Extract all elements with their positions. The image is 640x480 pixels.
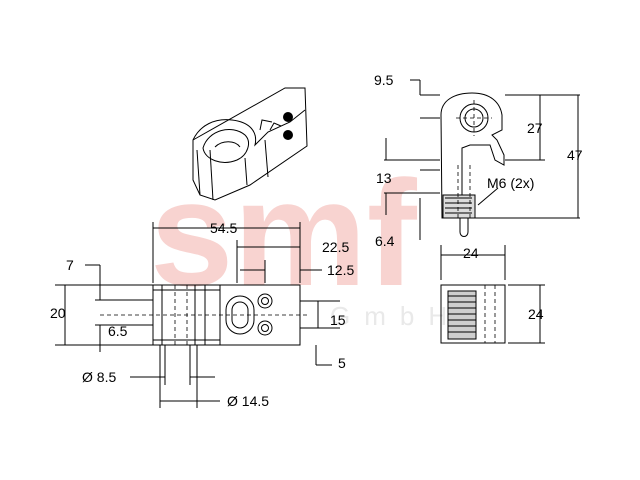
end-view: 24 24 bbox=[440, 245, 545, 344]
dim-20: 20 bbox=[50, 305, 66, 321]
isometric-view bbox=[192, 87, 308, 201]
side-view: 9.5 27 47 13 6.4 M6 (2x) bbox=[374, 72, 583, 249]
dim-47: 47 bbox=[567, 147, 583, 163]
dim-15: 15 bbox=[330, 312, 346, 328]
dim-24-top: 24 bbox=[463, 245, 479, 261]
dim-12-5: 12.5 bbox=[327, 262, 354, 278]
dim-dia-8-5: Ø 8.5 bbox=[82, 369, 116, 385]
watermark: smf GmbH bbox=[150, 149, 461, 331]
watermark-suffix: GmbH bbox=[330, 301, 461, 331]
dim-27: 27 bbox=[527, 120, 543, 136]
dim-5: 5 bbox=[338, 355, 346, 371]
dim-m6: M6 (2x) bbox=[487, 175, 534, 191]
dim-dia-14-5: Ø 14.5 bbox=[227, 393, 269, 409]
dim-6-4: 6.4 bbox=[375, 233, 395, 249]
dim-9-5: 9.5 bbox=[374, 72, 394, 88]
front-view: 54.5 22.5 12.5 7 20 6.5 15 5 bbox=[50, 220, 354, 409]
dim-54-5: 54.5 bbox=[210, 220, 237, 236]
dim-13: 13 bbox=[376, 170, 392, 186]
dim-7: 7 bbox=[66, 257, 74, 273]
dim-6-5: 6.5 bbox=[108, 323, 128, 339]
dim-22-5: 22.5 bbox=[322, 239, 349, 255]
dim-24-side: 24 bbox=[528, 306, 544, 322]
